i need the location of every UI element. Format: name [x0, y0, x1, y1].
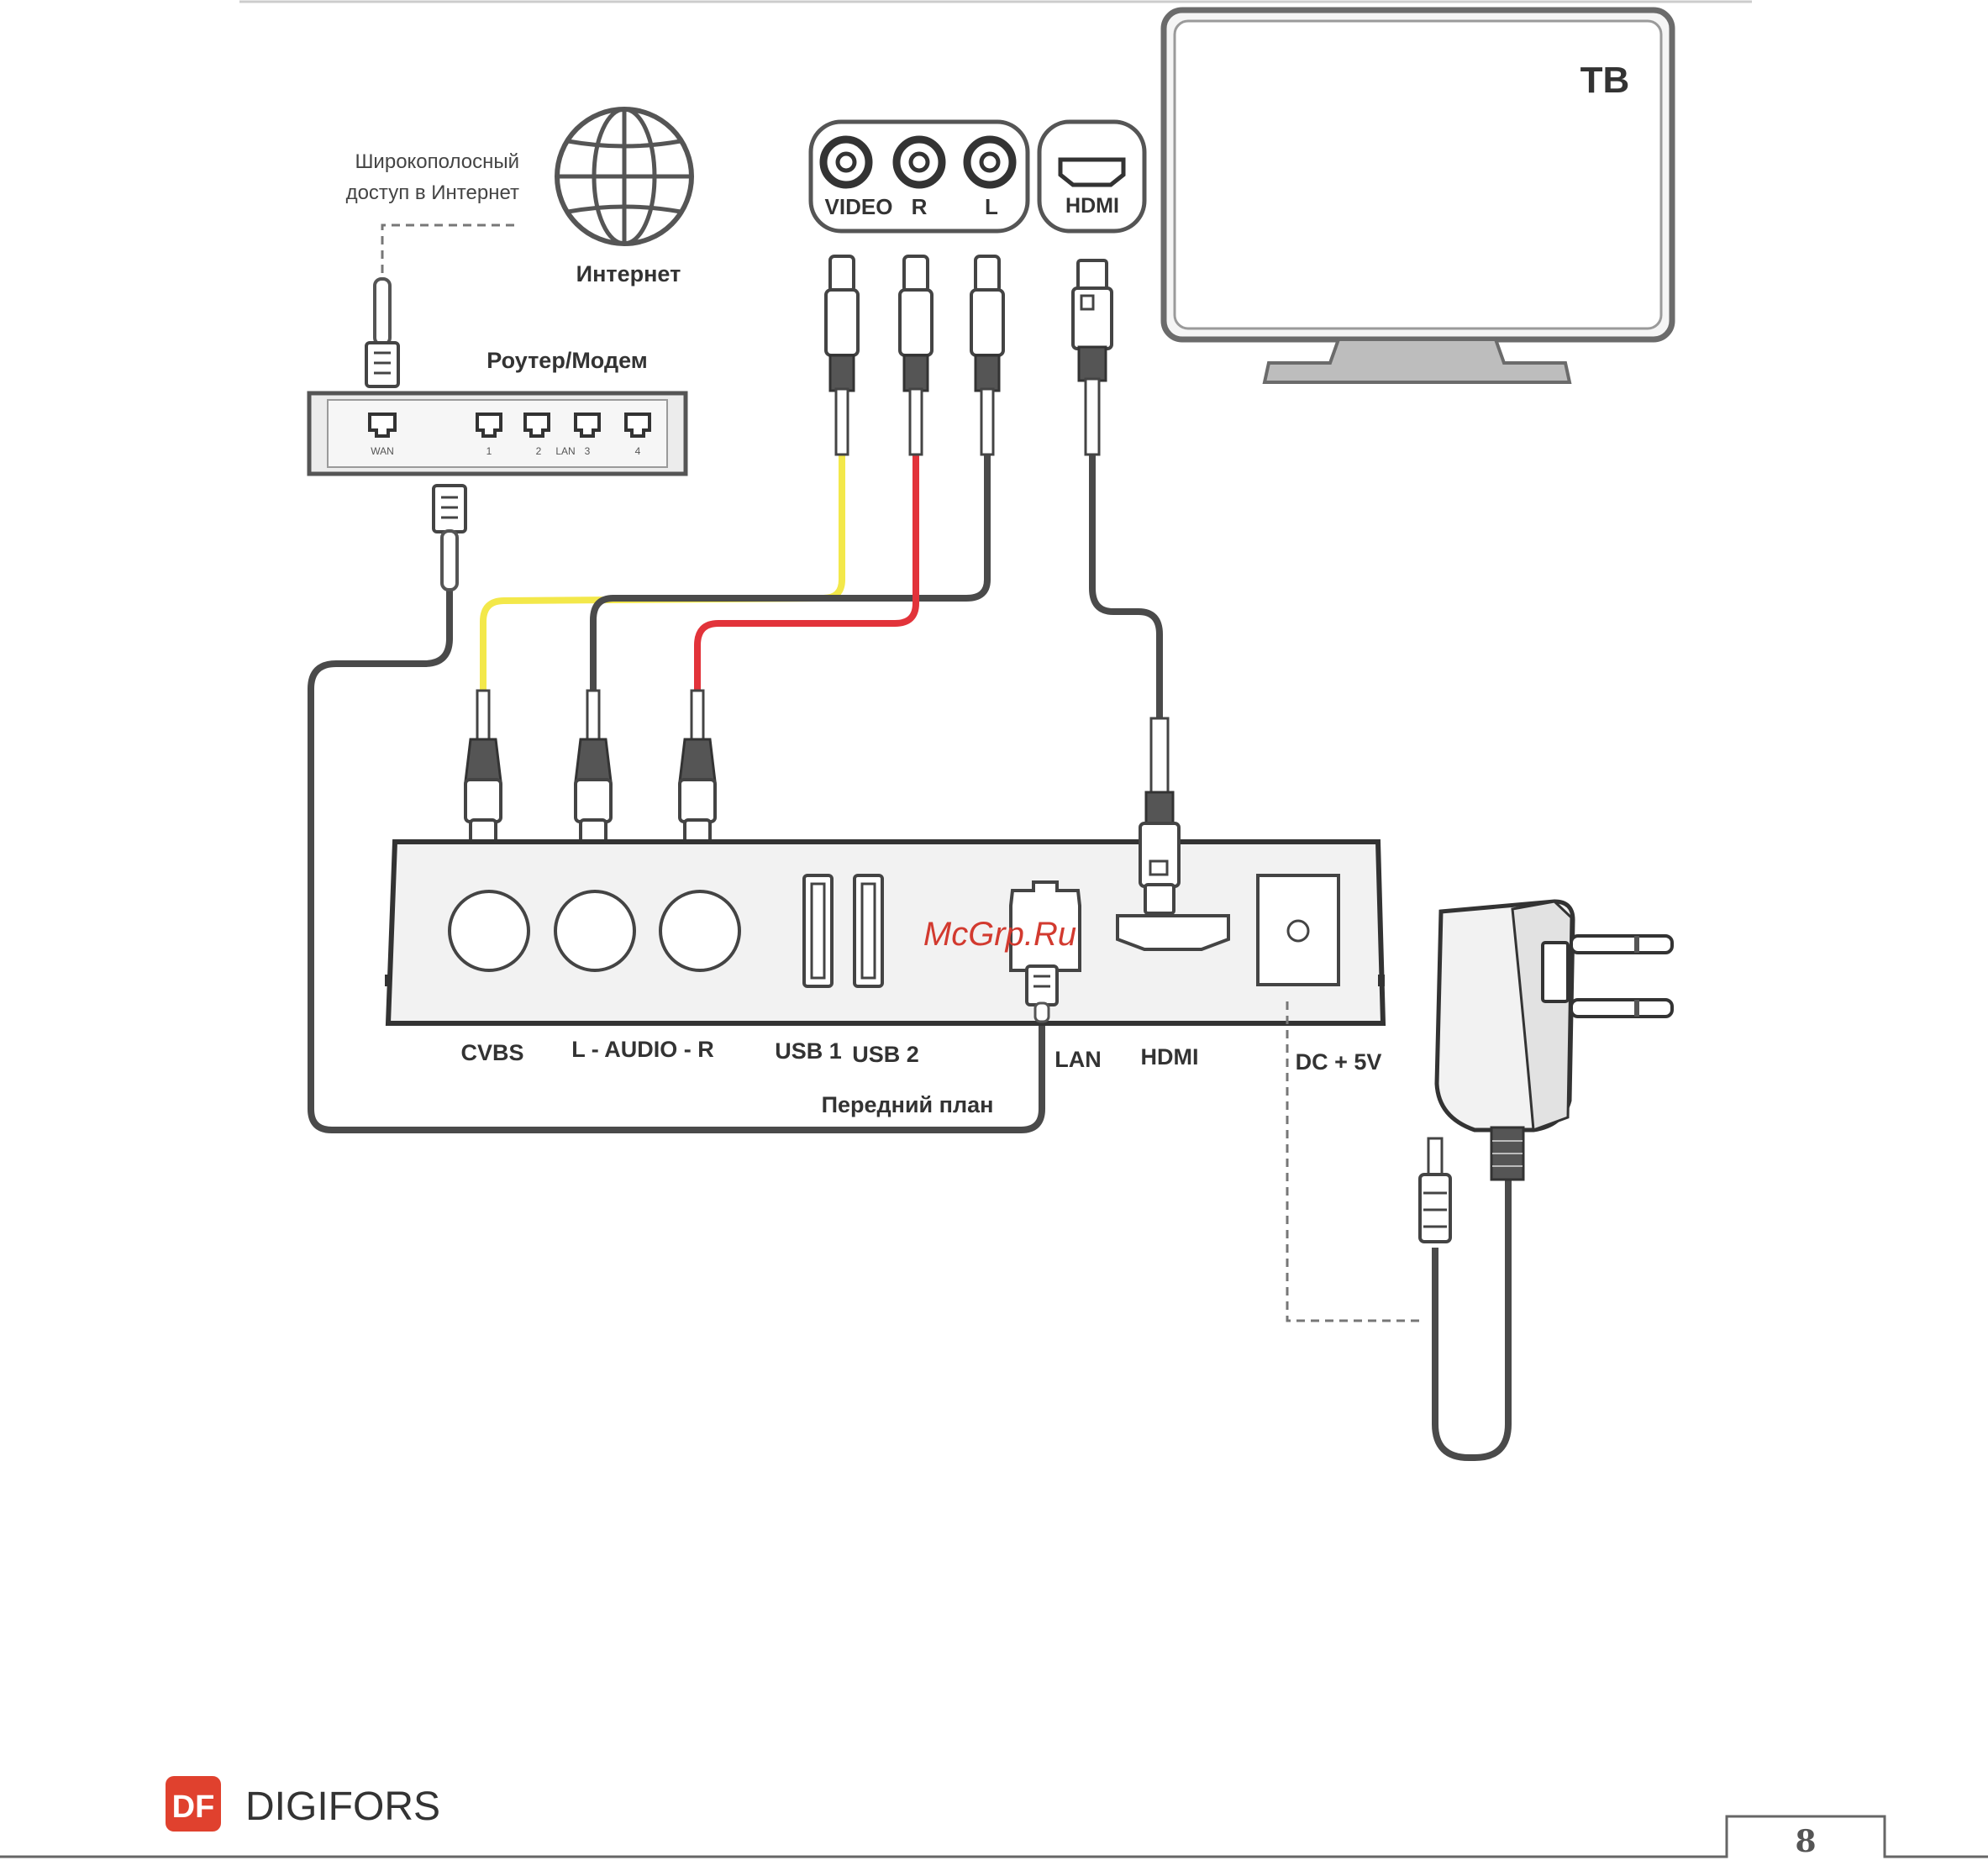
device-hdmi-plug	[1140, 718, 1179, 913]
cvbs-label: CVBS	[460, 1040, 523, 1065]
tv-video-plug	[826, 256, 858, 455]
dc-barrel-plug	[1420, 1138, 1450, 1242]
tv-video-jack	[823, 139, 869, 185]
watermark: McGrp.Ru	[923, 916, 1076, 953]
audio-r-jack	[660, 891, 739, 970]
tv-audio-l-plug	[971, 256, 1003, 455]
router-label: Роутер/Модем	[486, 348, 647, 373]
tv-label: ТВ	[1580, 60, 1630, 101]
tv-audio-r-plug	[900, 256, 932, 455]
power-adapter	[1437, 901, 1672, 1180]
tv-video-label: VIDEO	[825, 194, 893, 219]
audio-label: L - AUDIO - R	[571, 1037, 714, 1062]
lan-label: LAN	[1054, 1047, 1102, 1072]
brand-name: DIGIFORS	[245, 1784, 440, 1829]
tv-audio-l-jack	[967, 139, 1012, 185]
broadband-dashed-line	[382, 225, 514, 277]
audio-l-cable	[593, 452, 987, 693]
broadband-line-2: доступ в Интернет	[346, 181, 519, 204]
dc-power-jack	[1258, 875, 1338, 985]
tv-audio-r-jack	[897, 139, 942, 185]
logo-mark: DF	[172, 1790, 215, 1825]
tv-hdmi-jack-panel: HDMI	[1039, 122, 1144, 231]
broadband-line-1: Широкополосный	[355, 150, 519, 173]
front-panel-label: Передний план	[822, 1092, 994, 1117]
usb-1-label: USB 1	[775, 1038, 842, 1064]
audio-r-cable-red	[697, 452, 916, 693]
tv: ТВ	[1164, 10, 1672, 382]
router-port-1-label: 1	[486, 445, 492, 457]
internet-label: Интернет	[576, 261, 681, 286]
lan-plug-router-side	[434, 486, 465, 590]
dc-label: DC + 5V	[1296, 1049, 1382, 1075]
digifors-logo: DF	[166, 1776, 221, 1832]
tv-l-label: L	[985, 194, 998, 219]
tv-hdmi-label: HDMI	[1065, 194, 1119, 218]
device-hdmi-port	[1118, 916, 1228, 949]
tv-hdmi-plug	[1073, 260, 1112, 455]
router-port-2-label: 2	[536, 445, 542, 457]
router-lan-label: LAN	[555, 445, 575, 457]
tv-r-label: R	[912, 194, 928, 219]
audio-l-jack	[555, 891, 634, 970]
tv-rca-jack-panel: VIDEO R L	[811, 122, 1028, 231]
cvbs-jack	[450, 891, 529, 970]
video-cable-yellow	[483, 452, 842, 693]
page-number: 8	[1795, 1824, 1816, 1859]
set-top-box-back-panel	[385, 842, 1385, 1023]
usb-2-label: USB 2	[852, 1042, 919, 1067]
hdmi-label: HDMI	[1141, 1044, 1199, 1070]
globe-icon	[557, 109, 692, 244]
router-port-3-label: 3	[585, 445, 591, 457]
router-port-4-label: 4	[635, 445, 641, 457]
usb-1-port	[804, 875, 832, 986]
router-modem: WAN 1 2 LAN 3 4	[309, 393, 686, 474]
router-wan-label: WAN	[371, 445, 394, 457]
router-wan-plug	[366, 279, 398, 386]
hdmi-cable	[1092, 452, 1160, 723]
usb-2-port	[855, 875, 882, 986]
